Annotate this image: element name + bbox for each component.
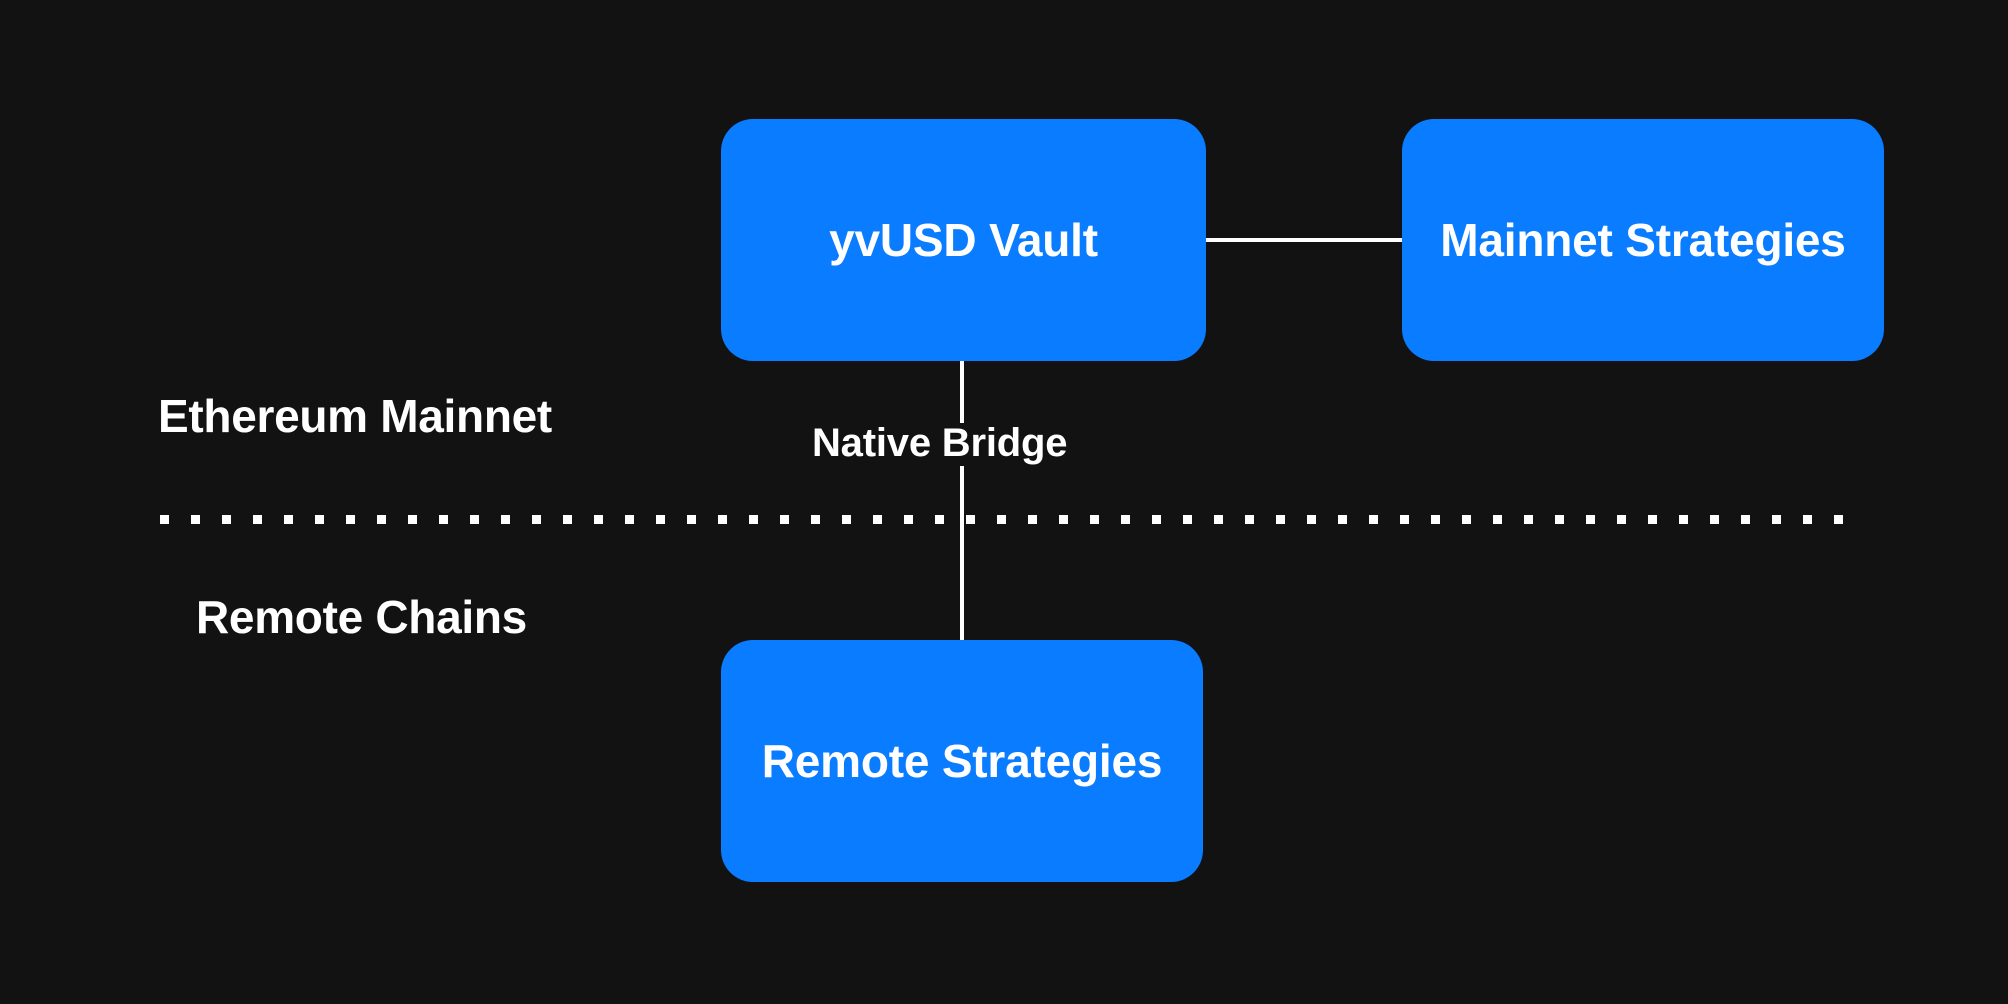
node-remote-strategies-label: Remote Strategies [761,734,1163,787]
edge-vault-to-mainnet-strategies [1206,238,1402,242]
node-yvusd-vault[interactable]: yvUSD Vault [721,119,1206,361]
zone-label-remote-chains: Remote Chains [196,591,527,643]
node-yvusd-vault-label: yvUSD Vault [829,213,1098,266]
node-mainnet-strategies[interactable]: Mainnet Strategies [1402,119,1884,361]
node-remote-strategies[interactable]: Remote Strategies [721,640,1203,882]
edge-label-native-bridge: Native Bridge [812,420,1068,465]
zone-label-ethereum-mainnet: Ethereum Mainnet [158,390,552,442]
edge-bridge-to-remote-strategies [960,466,964,641]
edge-vault-to-bridge-upper [960,361,964,423]
node-mainnet-strategies-label: Mainnet Strategies [1440,213,1846,266]
chain-divider [160,515,1864,524]
